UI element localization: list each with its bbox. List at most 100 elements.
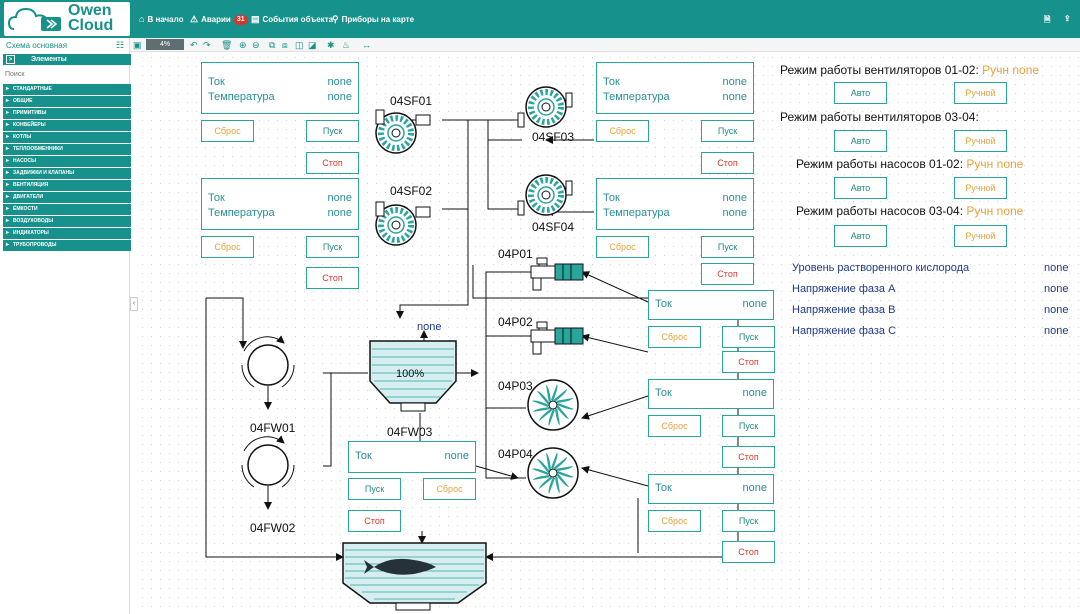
- sf04-reset-button[interactable]: Сброс: [596, 236, 649, 258]
- category-primitives[interactable]: ПРИМИТИВЫ: [3, 108, 131, 119]
- element-search-input[interactable]: [5, 71, 125, 78]
- fans-01-02-manual-button[interactable]: Ручной: [954, 82, 1007, 104]
- p03-start-button[interactable]: Пуск: [722, 415, 775, 437]
- nav-home[interactable]: ⌂ В начало: [139, 14, 184, 24]
- p04-stop-button[interactable]: Стоп: [722, 541, 775, 563]
- send-back-icon[interactable]: ⧈: [282, 40, 288, 50]
- scheme-canvas[interactable]: 04SF01 04SF02 04SF03 04SF04 04P01 04P02 …: [138, 53, 1080, 614]
- category-valves[interactable]: ЗАДВИЖКИ И КЛАПАНЫ: [3, 168, 131, 179]
- nav-map[interactable]: ⚲ Приборы на карте: [332, 14, 415, 24]
- category-pumps[interactable]: НАСОСЫ: [3, 156, 131, 167]
- document-icon[interactable]: 🗎: [1044, 15, 1051, 24]
- sidebar-collapse-button[interactable]: ‹: [130, 297, 138, 311]
- redo-icon[interactable]: ↷: [203, 40, 211, 50]
- settings-icon[interactable]: ✱: [327, 40, 335, 50]
- fish-tank-icon[interactable]: [342, 542, 487, 611]
- mode-pumps-03-04: Режим работы насосов 03-04: Ручн none: [796, 204, 1024, 218]
- export-icon[interactable]: ⇪: [1064, 14, 1071, 23]
- zoom-out-icon[interactable]: ⊖: [252, 40, 260, 50]
- editor-toolbar: ▣ 4% ↶ ↷ 🗑 ⊕ ⊖ ⧉ ⧈ ◫ ◪ ✱ ♨ ↔: [130, 38, 1080, 52]
- p04-start-button[interactable]: Пуск: [722, 510, 775, 532]
- sidebar: Схема основная ☷ > Элементы СТАНДАРТНЫЕ …: [0, 38, 131, 614]
- impeller-04P04-icon[interactable]: [527, 447, 579, 499]
- nav-alarms[interactable]: ⚠ Аварии 31: [190, 14, 248, 25]
- pump-04P02-icon[interactable]: [530, 321, 584, 355]
- sf03-reset-button[interactable]: Сброс: [596, 120, 649, 142]
- sf01-start-button[interactable]: Пуск: [306, 120, 359, 142]
- sf02-stop-button[interactable]: Стоп: [306, 267, 359, 289]
- nav-events[interactable]: ▤ События объекта: [251, 14, 334, 24]
- sf02-start-button[interactable]: Пуск: [306, 236, 359, 258]
- p01-stop-button[interactable]: Стоп: [722, 351, 775, 373]
- category-motors[interactable]: ДВИГАТЕЛИ: [3, 192, 131, 203]
- drum-filter-04FW01-icon[interactable]: [242, 337, 294, 387]
- category-indicators[interactable]: ИНДИКАТОРЫ: [3, 228, 131, 239]
- category-boilers[interactable]: КОТЛЫ: [3, 132, 131, 143]
- tank-04FW03-icon[interactable]: [369, 340, 457, 412]
- zoom-in-icon[interactable]: ⊕: [239, 40, 247, 50]
- hierarchy-icon[interactable]: ☷: [116, 40, 125, 50]
- pumps-03-04-manual-button[interactable]: Ручной: [954, 225, 1007, 247]
- fans-03-04-auto-button[interactable]: Авто: [834, 130, 887, 152]
- collapse-icon[interactable]: >: [6, 55, 15, 64]
- fw-stop-button[interactable]: Стоп: [348, 510, 401, 532]
- fans-03-04-manual-button[interactable]: Ручной: [954, 130, 1007, 152]
- category-common[interactable]: ОБЩИЕ: [3, 96, 131, 107]
- sf04-start-button[interactable]: Пуск: [701, 236, 754, 258]
- logo[interactable]: Owen Cloud: [4, 2, 130, 36]
- p03-reset-button[interactable]: Сброс: [648, 415, 701, 437]
- category-ducts[interactable]: ВОЗДУХОВОДЫ: [3, 216, 131, 227]
- scheme-title[interactable]: Схема основная: [6, 41, 68, 50]
- pumps-01-02-auto-button[interactable]: Авто: [834, 177, 887, 199]
- p01-reset-button[interactable]: Сброс: [648, 326, 701, 348]
- map-pin-icon: ⚲: [332, 14, 339, 24]
- pumps-03-04-auto-button[interactable]: Авто: [834, 225, 887, 247]
- fill-icon[interactable]: ♨: [342, 40, 351, 50]
- ungroup-icon[interactable]: ◪: [308, 40, 317, 50]
- p04-reset-button[interactable]: Сброс: [648, 510, 701, 532]
- category-tanks[interactable]: ЁМКОСТИ: [3, 204, 131, 215]
- events-icon: ▤: [251, 14, 260, 24]
- sf03-start-button[interactable]: Пуск: [701, 120, 754, 142]
- p01-start-button[interactable]: Пуск: [722, 326, 775, 348]
- undo-icon[interactable]: ↶: [190, 40, 198, 50]
- category-ventilation[interactable]: ВЕНТИЛЯЦИЯ: [3, 180, 131, 191]
- category-pipelines[interactable]: ТРУБОПРОВОДЫ: [3, 240, 131, 251]
- fw-reset-button[interactable]: Сброс: [423, 478, 476, 500]
- sf01-stop-button[interactable]: Стоп: [306, 152, 359, 174]
- pump-04P01-icon[interactable]: [530, 257, 584, 291]
- category-heat-exchangers[interactable]: ТЕПЛООБМЕННИКИ: [3, 144, 131, 155]
- logo-text: Owen Cloud: [68, 2, 114, 34]
- filter-04FW02-label: 04FW02: [250, 521, 296, 535]
- filter-04FW01-label: 04FW01: [250, 421, 296, 435]
- delete-icon[interactable]: 🗑: [221, 40, 233, 50]
- link-icon[interactable]: ↔: [362, 40, 371, 50]
- sf03-stop-button[interactable]: Стоп: [701, 152, 754, 174]
- tank-value: none: [417, 321, 441, 333]
- p03-stop-button[interactable]: Стоп: [722, 446, 775, 468]
- save-icon[interactable]: ▣: [133, 40, 142, 50]
- elements-header[interactable]: > Элементы: [3, 54, 131, 65]
- element-categories: СТАНДАРТНЫЕ ОБЩИЕ ПРИМИТИВЫ КОНВЕЙЕРЫ КО…: [3, 84, 131, 252]
- zoom-level[interactable]: 4%: [146, 39, 184, 50]
- mode-fans-01-02: Режим работы вентиляторов 01-02: Ручн no…: [780, 63, 1040, 77]
- fans-01-02-auto-button[interactable]: Авто: [834, 82, 887, 104]
- sf02-reset-button[interactable]: Сброс: [201, 236, 254, 258]
- fan-04SF04-icon[interactable]: [526, 175, 566, 215]
- fan-04SF03-icon[interactable]: [526, 87, 566, 127]
- category-conveyors[interactable]: КОНВЕЙЕРЫ: [3, 120, 131, 131]
- alert-icon: ⚠: [190, 14, 199, 24]
- category-standard[interactable]: СТАНДАРТНЫЕ: [3, 84, 131, 95]
- pumps-01-02-manual-button[interactable]: Ручной: [954, 177, 1007, 199]
- tank-level: 100%: [396, 368, 424, 380]
- impeller-04P03-icon[interactable]: [527, 379, 579, 431]
- drum-filter-04FW02-icon[interactable]: [242, 437, 294, 487]
- group-icon[interactable]: ◫: [295, 40, 304, 50]
- sf01-reset-button[interactable]: Сброс: [201, 120, 254, 142]
- sf04-stop-button[interactable]: Стоп: [701, 263, 754, 285]
- fw-start-button[interactable]: Пуск: [348, 478, 401, 500]
- bring-front-icon[interactable]: ⧉: [269, 40, 276, 50]
